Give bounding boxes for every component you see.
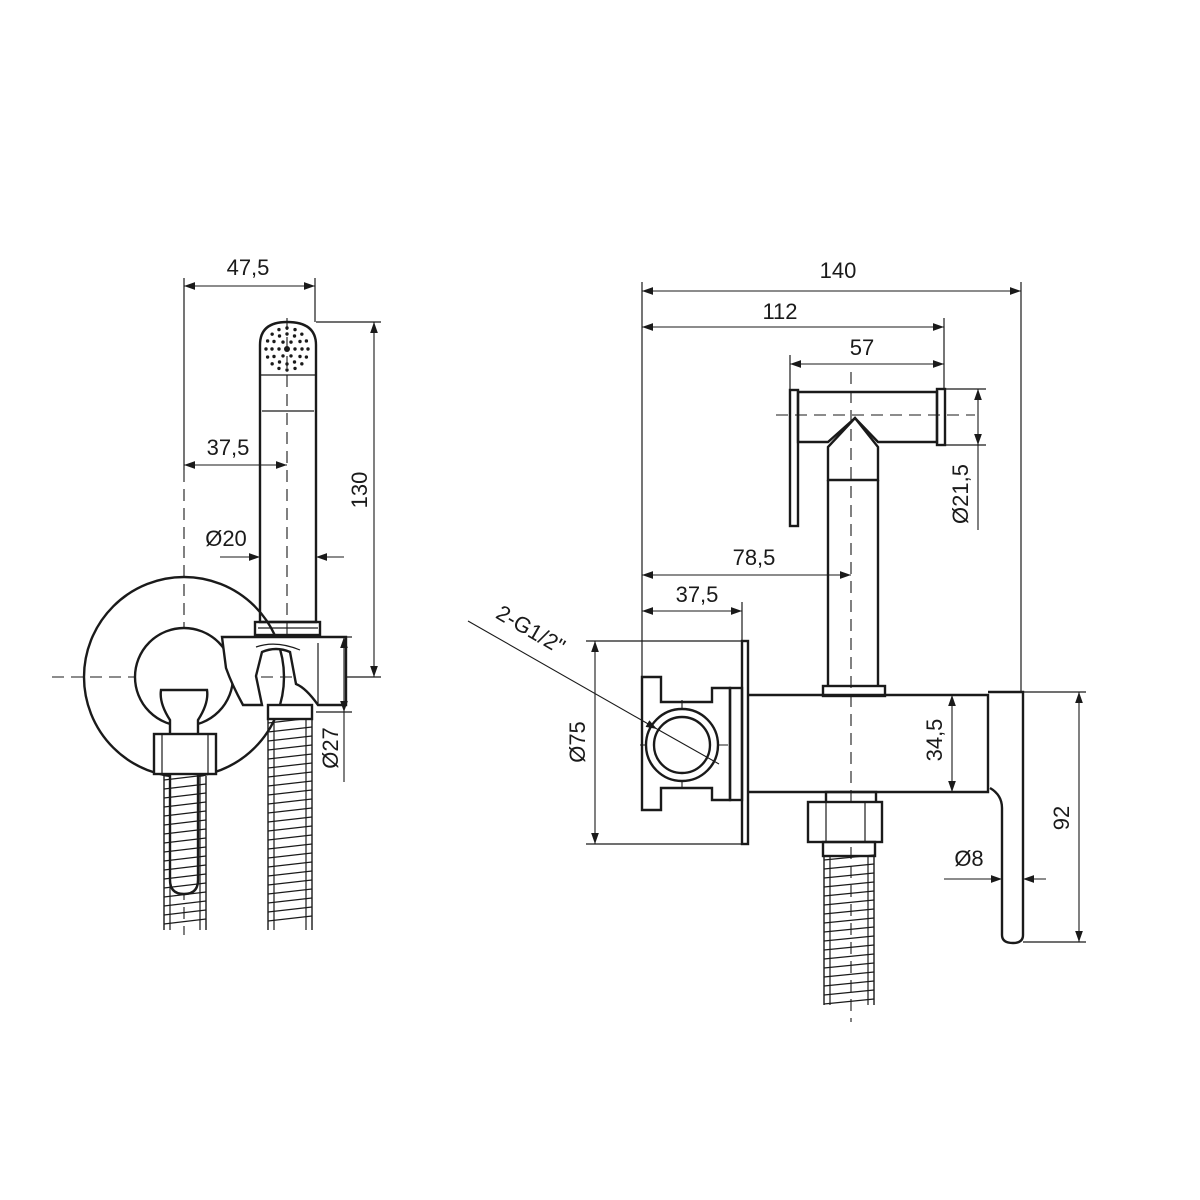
hose-right [267, 717, 313, 930]
dim-body-height: 34,5 [922, 719, 947, 762]
dim-axis-offset: 37,5 [207, 435, 250, 460]
dim-height: 130 [347, 472, 372, 509]
dim-spray-extent: 112 [762, 299, 797, 324]
dim-thread: 2-G1/2" [492, 600, 570, 659]
lever-handle [152, 688, 218, 896]
hose-front [823, 854, 875, 1005]
dim-lever-thickness: Ø8 [954, 846, 983, 871]
hose-left [163, 774, 207, 930]
dim-width-total: 47,5 [227, 255, 270, 280]
holder-bracket [220, 635, 348, 707]
dim-head-diameter: Ø21,5 [948, 464, 973, 524]
spout [821, 416, 887, 698]
lever [988, 690, 1025, 945]
side-view: 47,5 37,5 Ø20 130 Ø27 [52, 255, 381, 935]
spray-nozzle-dots [264, 326, 310, 372]
dim-head-length: 57 [850, 335, 874, 360]
dim-plate-diameter: Ø75 [565, 721, 590, 763]
dim-spout-axis: 78,5 [733, 545, 776, 570]
dim-total-width: 140 [820, 258, 857, 283]
dim-holder-diameter: Ø27 [318, 727, 343, 769]
front-view: 140 112 57 Ø21,5 78,5 37,5 2-G1/2" Ø75 3… [467, 258, 1086, 1022]
inlet-bracket [640, 675, 732, 812]
dim-handle-diameter: Ø20 [205, 526, 247, 551]
hose-nut [266, 703, 314, 721]
hand-shower-side [253, 320, 322, 637]
dim-inlet-offset: 37,5 [676, 582, 719, 607]
spray-head [788, 387, 947, 528]
dim-lever-height: 92 [1049, 806, 1074, 830]
hose-nut-front [806, 790, 884, 858]
